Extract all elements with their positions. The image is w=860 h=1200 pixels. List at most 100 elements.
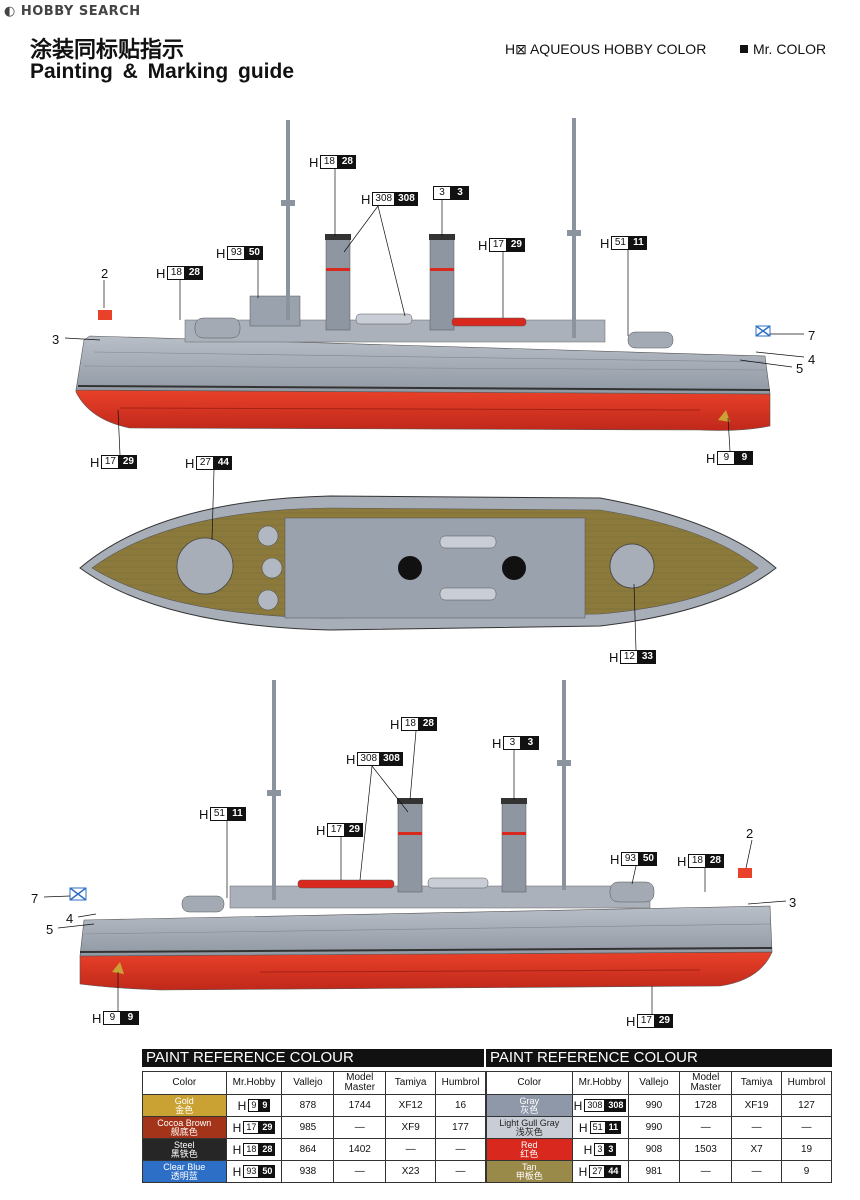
column-header: Humbrol <box>781 1071 832 1095</box>
mr-color-code: 28 <box>419 717 438 731</box>
tamiya-cell: XF12 <box>385 1094 437 1117</box>
column-header: Color <box>142 1071 227 1095</box>
aqueous-code: 93 <box>227 246 246 260</box>
mr-color-code: 29 <box>119 455 138 469</box>
aqueous-prefix: H <box>626 1013 636 1029</box>
aqueous-code: 27 <box>196 456 215 470</box>
mm-cell: — <box>333 1160 387 1183</box>
aqueous-prefix: H <box>578 1164 588 1179</box>
tamiya-cell: — <box>385 1138 437 1161</box>
colour-name: Cocoa Brown <box>157 1117 212 1128</box>
vallejo-cell: 990 <box>627 1116 681 1139</box>
vallejo-cell: 908 <box>627 1138 681 1161</box>
decal-number: 3 <box>789 895 797 910</box>
aqueous-prefix: H <box>578 1120 588 1135</box>
aqueous-code: 51 <box>611 236 630 250</box>
aqueous-prefix: H <box>232 1142 242 1157</box>
mr-color-code: 308 <box>605 1099 627 1112</box>
aqueous-prefix: H <box>90 454 100 470</box>
decal-number: 7 <box>31 891 39 906</box>
mr-color-code: 28 <box>338 155 357 169</box>
aqueous-prefix: H <box>478 237 488 253</box>
mr-color-code: 50 <box>639 852 658 866</box>
aqueous-code: 17 <box>243 1121 260 1134</box>
colour-name-cn: 灰色 <box>520 1104 539 1115</box>
mr-color-code: 9 <box>121 1011 140 1025</box>
mm-cell: — <box>333 1116 387 1139</box>
column-header: Tamiya <box>731 1071 783 1095</box>
paint-reference-title-right: PAINT REFERENCE COLOUR <box>486 1049 832 1067</box>
colour-name-cn: 透明蓝 <box>170 1170 198 1181</box>
vallejo-cell: 864 <box>281 1138 335 1161</box>
humbrol-cell: — <box>435 1138 486 1161</box>
mr-color-code: 3 <box>605 1143 617 1156</box>
mm-cell: 1402 <box>333 1138 387 1161</box>
mr-color-code: 28 <box>259 1143 276 1156</box>
tamiya-cell: X7 <box>731 1138 783 1161</box>
mr-color-code: 9 <box>735 451 754 465</box>
aqueous-code: 17 <box>327 823 346 837</box>
aqueous-code: 18 <box>688 854 707 868</box>
tamiya-cell: XF19 <box>731 1094 783 1117</box>
aqueous-prefix: H <box>232 1120 242 1135</box>
decal-number: 4 <box>66 911 74 926</box>
decal-number: 4 <box>808 352 816 367</box>
legend-aqueous-label: AQUEOUS HOBBY COLOR <box>529 41 707 57</box>
aqueous-prefix: H <box>216 245 226 261</box>
aqueous-code: 308 <box>357 752 381 766</box>
decal-number: 7 <box>808 328 816 343</box>
vallejo-cell: 990 <box>627 1094 681 1117</box>
colour-name: Clear Blue <box>163 1161 206 1172</box>
column-header: Vallejo <box>281 1071 335 1095</box>
mm-cell: — <box>679 1160 733 1183</box>
legend-aqueous-symbol: H⊠ <box>505 41 527 57</box>
page-title-chinese: 涂装同标贴指示 <box>30 38 185 63</box>
mr-color-code: 44 <box>214 456 233 470</box>
ship-illustration <box>43 118 805 1014</box>
tamiya-cell: — <box>731 1160 783 1183</box>
tamiya-cell: XF9 <box>385 1116 437 1139</box>
mr-color-code: 29 <box>259 1121 276 1134</box>
mm-cell: 1728 <box>679 1094 733 1117</box>
humbrol-cell: 177 <box>435 1116 486 1139</box>
colour-name-cn: 舰底色 <box>170 1126 198 1137</box>
aqueous-prefix: H <box>237 1098 247 1113</box>
legend-mr: Mr. COLOR <box>740 41 826 57</box>
column-header: Mr.Hobby <box>571 1071 629 1095</box>
mm-cell: — <box>679 1116 733 1139</box>
colour-name-cn: 红色 <box>520 1148 539 1159</box>
aqueous-code: 51 <box>589 1121 606 1134</box>
column-header: Model Master <box>679 1071 733 1095</box>
colour-name-cn: 黑铁色 <box>170 1148 198 1159</box>
aqueous-code: 18 <box>320 155 339 169</box>
mr-color-code: 3 <box>451 186 469 200</box>
vallejo-cell: 878 <box>281 1094 335 1117</box>
aqueous-code: 18 <box>243 1143 260 1156</box>
mr-color-code: 11 <box>228 807 247 821</box>
aqueous-code: 3 <box>433 186 451 200</box>
brand-text: HOBBY SEARCH <box>20 4 141 19</box>
